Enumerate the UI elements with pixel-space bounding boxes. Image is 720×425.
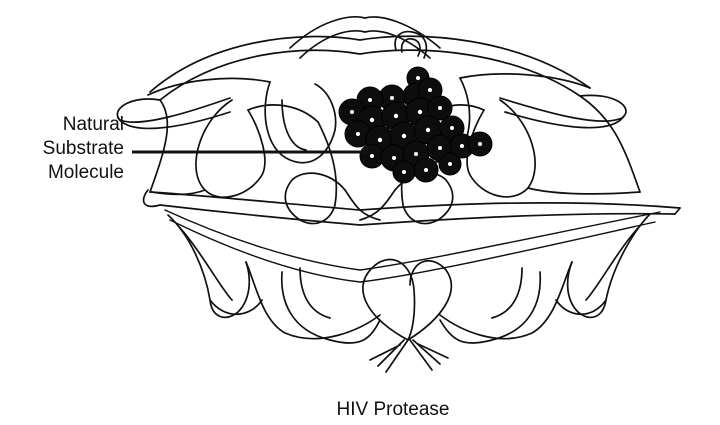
- callout-label-line: Natural: [20, 113, 124, 137]
- callout-label-line: Substrate: [20, 137, 124, 161]
- callout-label-line: Molecule: [20, 161, 124, 185]
- figure-caption: HIV Protease: [318, 399, 468, 421]
- protease-ribbon-structure: [117, 17, 680, 372]
- substrate-callout-label: Natural Substrate Molecule: [20, 113, 124, 185]
